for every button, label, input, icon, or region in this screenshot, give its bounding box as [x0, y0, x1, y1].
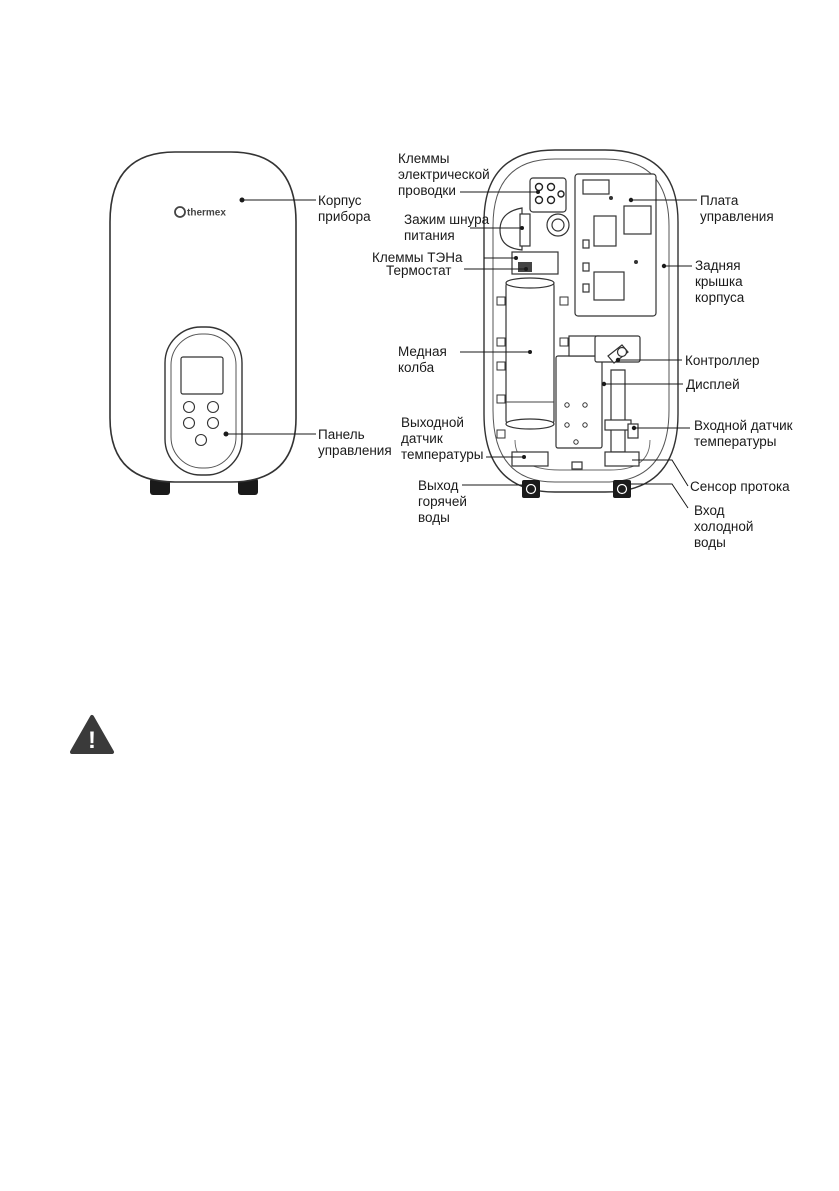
label-control-board: Плата управления: [700, 193, 774, 224]
label-thermostat: Термостат: [386, 263, 451, 278]
front-body: [109, 151, 297, 483]
svg-text:!: !: [88, 727, 96, 754]
front-view: thermex Корпус прибора Панель управления: [109, 151, 392, 495]
thermostat-body: [518, 262, 532, 272]
hot-water-outlet-hole: [525, 483, 537, 495]
warning-triangle-icon: !: [70, 715, 114, 754]
terminal-5: [557, 190, 565, 198]
board-relay-1: [582, 179, 610, 195]
unit-hole-3: [564, 422, 570, 428]
cord-clamp: [499, 207, 523, 251]
inlet-temp-sensor: [627, 423, 639, 439]
front-display-screen: [180, 356, 224, 395]
brand-name: thermex: [187, 208, 226, 219]
label-controller: Контроллер: [685, 353, 760, 368]
inner-view: Клеммы электрической проводки Зажим шнур…: [372, 149, 796, 550]
terminal-2: [546, 182, 556, 192]
board-relay-2: [593, 215, 617, 247]
callout-dot-wiring: [536, 190, 540, 194]
front-button-2: [206, 400, 220, 414]
label-flow-sensor: Сенсор протока: [690, 479, 790, 494]
inlet-pipe: [610, 369, 626, 453]
terminal-4: [546, 195, 556, 205]
front-foot-right: [238, 478, 258, 495]
label-back-cover: Задняя крышка корпуса: [695, 258, 746, 305]
outlet-fitting: [511, 451, 549, 467]
controller-knob: [616, 346, 628, 358]
label-hot-water-outlet: Выход горячей воды: [418, 478, 471, 525]
round-connector-inner: [551, 218, 565, 232]
unit-hole-5: [573, 439, 579, 445]
label-copper-flask: Медная колба: [398, 344, 451, 375]
board-part-small-1: [582, 239, 590, 249]
callout-dot-thermostat: [524, 267, 528, 271]
front-button-5: [194, 433, 208, 447]
callout-line-cold-inlet: [631, 483, 689, 509]
cold-water-inlet-hole: [616, 483, 628, 495]
front-button-1: [182, 400, 196, 414]
front-control-panel-inner: [170, 333, 237, 469]
board-chip-1: [623, 205, 652, 235]
small-center-part: [571, 461, 583, 470]
label-cold-water-inlet: Вход холодной воды: [694, 503, 757, 550]
front-control-panel: [164, 326, 243, 476]
controller-unit: [555, 355, 603, 449]
callout-dot-copper-flask: [528, 350, 532, 354]
cold-water-inlet-pipe: [613, 480, 631, 498]
thermex-logo-icon: [174, 206, 186, 218]
board-part-small-3: [582, 283, 590, 293]
inlet-fitting: [604, 451, 640, 467]
inlet-fitting-upper: [604, 419, 632, 431]
cord-clamp-bracket: [519, 213, 531, 247]
unit-hole-1: [564, 402, 570, 408]
front-button-4: [206, 416, 220, 430]
unit-hole-4: [582, 422, 588, 428]
label-heater-terminals: Клеммы ТЭНа: [372, 250, 463, 265]
hot-water-outlet-pipe: [522, 480, 540, 498]
label-panel: Панель управления: [318, 427, 392, 458]
label-inlet-temp-sensor: Входной датчик температуры: [694, 418, 796, 449]
wiring-terminal-block: [529, 177, 567, 213]
front-button-3: [182, 416, 196, 430]
terminal-3: [534, 195, 544, 205]
callout-line-flow-sensor: [632, 459, 689, 487]
board-screw-2: [634, 260, 638, 264]
callout-dot-heater-terminals: [514, 256, 518, 260]
label-outlet-temp-sensor: Выходной датчик температуры: [401, 415, 484, 462]
inner-housing-inner: [492, 158, 670, 483]
callout-dot-outlet-sensor: [522, 455, 526, 459]
label-wiring-terminals: Клеммы электрической проводки: [398, 151, 493, 198]
copper-flask-bottom: [505, 418, 555, 430]
label-display: Дисплей: [686, 377, 740, 392]
label-cord-clamp: Зажим шнура питания: [404, 212, 493, 243]
copper-flask-top: [505, 277, 555, 289]
board-screw-1: [609, 196, 613, 200]
label-body: Корпус прибора: [318, 193, 371, 224]
board-part-small-2: [582, 262, 590, 272]
board-relay-3: [593, 271, 625, 301]
unit-hole-2: [582, 402, 588, 408]
callout-dot-cord-clamp: [520, 226, 524, 230]
